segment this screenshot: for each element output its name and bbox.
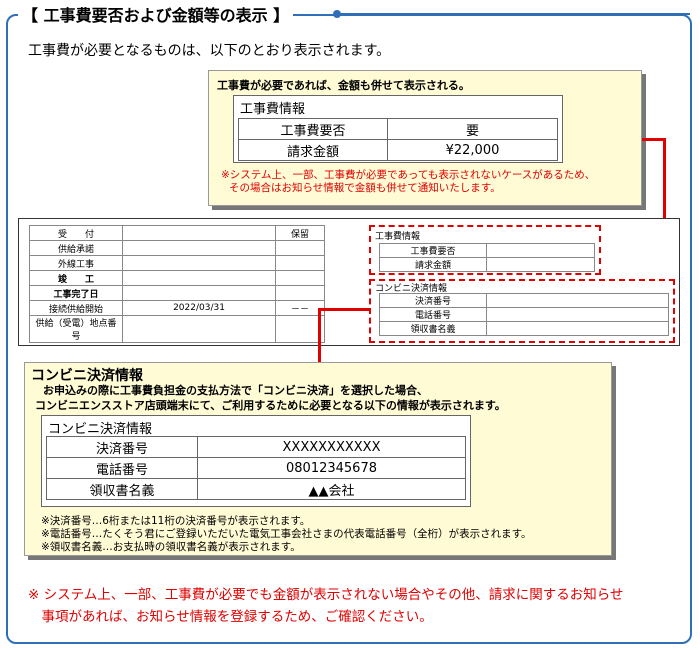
cost-key: 請求金額 — [238, 139, 388, 161]
conv-key: 電話番号 — [379, 307, 487, 322]
arrow-segment — [663, 138, 666, 242]
bottom-alert-note: ※ システム上、一部、工事費が必要でも金額が表示されない場合やその他、請求に関す… — [28, 584, 623, 628]
table-row: 領収書名義 — [379, 321, 669, 336]
conv-callout-heading: コンビニ決済情報 — [31, 368, 143, 384]
status-label: 外線工事 — [29, 255, 123, 271]
table-row: 工事完了日 — [29, 285, 325, 301]
conv-value — [486, 321, 669, 336]
cost-info-callout: 工事費が必要であれば、金額も併せて表示される。 工事費情報 工事費要否 要 請求… — [208, 70, 642, 206]
conv-key: 領収書名義 — [46, 478, 198, 500]
table-row: 竣 工 — [29, 270, 325, 286]
title-dot — [333, 10, 341, 18]
table-row: 外線工事 — [29, 255, 325, 271]
koji-value — [486, 257, 595, 272]
title-rule — [336, 13, 690, 15]
status-value — [122, 270, 276, 286]
conv-sub-line: コンビニエンスストア店頭端末にて、ご利用するために必要となる以下の情報が表示され… — [35, 399, 506, 412]
conv-info-label: コンビニ決済情報 — [375, 284, 448, 294]
table-row: 供給（受電）地点番号 — [29, 315, 325, 343]
status-label: 供給（受電）地点番号 — [29, 315, 123, 343]
conv-key: 決済番号 — [46, 436, 198, 458]
conv-note-line: ※決済番号…6桁または11桁の決済番号が表示されます。 — [41, 515, 311, 527]
conv-value: ▲▲会社 — [197, 478, 466, 500]
status-value: 2022/03/31 — [122, 300, 276, 316]
koji-info-label: 工事費情報 — [375, 232, 421, 242]
table-row: 工事費要否 — [379, 243, 595, 258]
koji-key: 工事費要否 — [379, 243, 487, 258]
arrow-segment — [642, 138, 666, 141]
conv-callout-sub: お申込みの際に工事費負担金の支払方法で「コンビニ決済」を選択した場合、 コンビニ… — [35, 383, 506, 413]
arrow-segment — [318, 308, 370, 311]
status-extra: 保留 — [275, 225, 325, 241]
cost-key: 工事費要否 — [238, 118, 388, 140]
page-title: 【 工事費要否および金額等の表示 】 — [22, 6, 290, 25]
conv-info-table: 決済番号 電話番号 領収書名義 — [379, 293, 669, 336]
table-row: 領収書名義▲▲会社 — [46, 478, 466, 500]
conv-key: 領収書名義 — [379, 321, 487, 336]
table-row: 請求金額 ¥22,000 — [238, 139, 558, 161]
conv-note-line: ※領収書名義…お支払時の領収書名義が表示されます。 — [41, 541, 301, 553]
table-row: 工事費要否 要 — [238, 118, 558, 140]
koji-info-table: 工事費要否 請求金額 — [379, 243, 595, 272]
conv-info-highlight: コンビニ決済情報 決済番号 電話番号 領収書名義 — [369, 279, 675, 343]
status-value — [122, 225, 276, 241]
cost-note: ※システム上、一部、工事費が必要であっても表示されないケースがあるため、 その場… — [221, 169, 595, 195]
arrow-segment — [318, 308, 321, 364]
cost-info-table: 工事費要否 要 請求金額 ¥22,000 — [238, 118, 558, 161]
bottom-note-line: ※ システム上、一部、工事費が必要でも金額が表示されない場合やその他、請求に関す… — [28, 587, 624, 603]
conv-note-line: ※電話番号…たくそう君にご登録いただいた電気工事会社さまの代表電話番号（全桁）が… — [41, 528, 532, 540]
title-wrap: 【 工事費要否および金額等の表示 】 — [18, 2, 294, 26]
outer-frame — [6, 14, 692, 644]
conv-notes: ※決済番号…6桁または11桁の決済番号が表示されます。 ※電話番号…たくそう君に… — [41, 515, 532, 554]
cost-note-line: その場合はお知らせ情報で金額も併せて通知いたします。 — [229, 182, 501, 194]
conv-value — [486, 293, 669, 308]
status-label: 竣 工 — [29, 270, 123, 286]
table-row: 供給承諾 — [29, 240, 325, 256]
status-extra — [275, 270, 325, 286]
intro-text: 工事費が必要となるものは、以下のとおり表示されます。 — [28, 43, 391, 59]
status-value — [122, 240, 276, 256]
koji-info-highlight: 工事費情報 工事費要否 請求金額 — [369, 225, 601, 275]
table-row: 決済番号 — [379, 293, 669, 308]
koji-key: 請求金額 — [379, 257, 487, 272]
status-extra — [275, 315, 325, 343]
status-extra — [275, 285, 325, 301]
status-extra — [275, 255, 325, 271]
status-value — [122, 315, 276, 343]
conv-value: 08012345678 — [197, 457, 466, 479]
convenience-payment-callout: コンビニ決済情報 お申込みの際に工事費負担金の支払方法で「コンビニ決済」を選択し… — [24, 362, 612, 556]
cost-note-line: ※システム上、一部、工事費が必要であっても表示されないケースがあるため、 — [221, 169, 596, 181]
status-label: 工事完了日 — [29, 285, 123, 301]
table-row: 請求金額 — [379, 257, 595, 272]
table-row: 電話番号 — [379, 307, 669, 322]
conv-box-label: コンビニ決済情報 — [48, 422, 153, 437]
conv-sub-line: お申込みの際に工事費負担金の支払方法で「コンビニ決済」を選択した場合、 — [43, 384, 428, 397]
koji-value — [486, 243, 595, 258]
table-row: 受 付 保留 — [29, 225, 325, 241]
cost-callout-heading: 工事費が必要であれば、金額も併せて表示される。 — [217, 79, 470, 92]
conv-value: XXXXXXXXXXX — [197, 436, 466, 458]
status-value — [122, 255, 276, 271]
conv-key: 電話番号 — [46, 457, 198, 479]
status-label: 受 付 — [29, 225, 123, 241]
cost-value: 要 — [387, 118, 558, 140]
status-extra — [275, 240, 325, 256]
cost-info-label: 工事費情報 — [240, 102, 306, 117]
conv-key: 決済番号 — [379, 293, 487, 308]
status-label: 供給承諾 — [29, 240, 123, 256]
status-label: 接続供給開始 — [29, 300, 123, 316]
cost-info-box: 工事費情報 工事費要否 要 請求金額 ¥22,000 — [233, 95, 563, 163]
conv-value — [486, 307, 669, 322]
status-value — [122, 285, 276, 301]
cost-value: ¥22,000 — [387, 139, 558, 161]
bottom-note-line: 事項があれば、お知らせ情報を登録するため、ご確認ください。 — [28, 609, 433, 625]
